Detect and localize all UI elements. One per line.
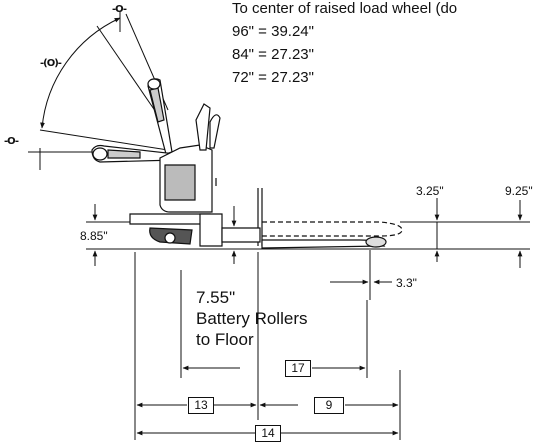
extension-lines xyxy=(135,252,400,440)
battery-rollers-label: Battery Rollers xyxy=(196,309,308,328)
handle-swing-arc xyxy=(28,12,168,170)
dim-8-85: 8.85" xyxy=(80,229,108,243)
fork-tip-dim xyxy=(330,250,392,300)
handle-lowered xyxy=(92,146,176,163)
forks xyxy=(222,188,402,248)
dim-3-3: 3.3" xyxy=(396,276,417,290)
dim-box-9: 9 xyxy=(314,397,344,414)
dim-3-25: 3.25" xyxy=(416,184,444,198)
handle-symbol-lower: -O- xyxy=(4,136,19,147)
truck-body xyxy=(130,104,222,246)
dim-box-13: 13 xyxy=(188,397,214,414)
dim-box-17: 17 xyxy=(285,360,311,377)
raised-height-dims xyxy=(400,198,530,268)
length-note-84: 84" = 27.23" xyxy=(232,46,314,63)
battery-rollers-floor: to Floor xyxy=(196,330,254,349)
length-note-96: 96" = 39.24" xyxy=(232,23,314,40)
length-note-72: 72" = 27.23" xyxy=(232,69,314,86)
raised-wheel-title: To center of raised load wheel (do xyxy=(232,0,458,17)
dim-box-14: 14 xyxy=(255,425,281,442)
handle-upright xyxy=(148,79,172,154)
dim-9-25: 9.25" xyxy=(505,184,533,198)
overall-height-dim xyxy=(86,204,237,266)
length-dims xyxy=(136,365,399,436)
handle-symbol-top: -O- xyxy=(112,4,127,15)
battery-rollers-value: 7.55" xyxy=(196,288,236,307)
handle-symbol-middle: -(O)- xyxy=(40,58,62,69)
